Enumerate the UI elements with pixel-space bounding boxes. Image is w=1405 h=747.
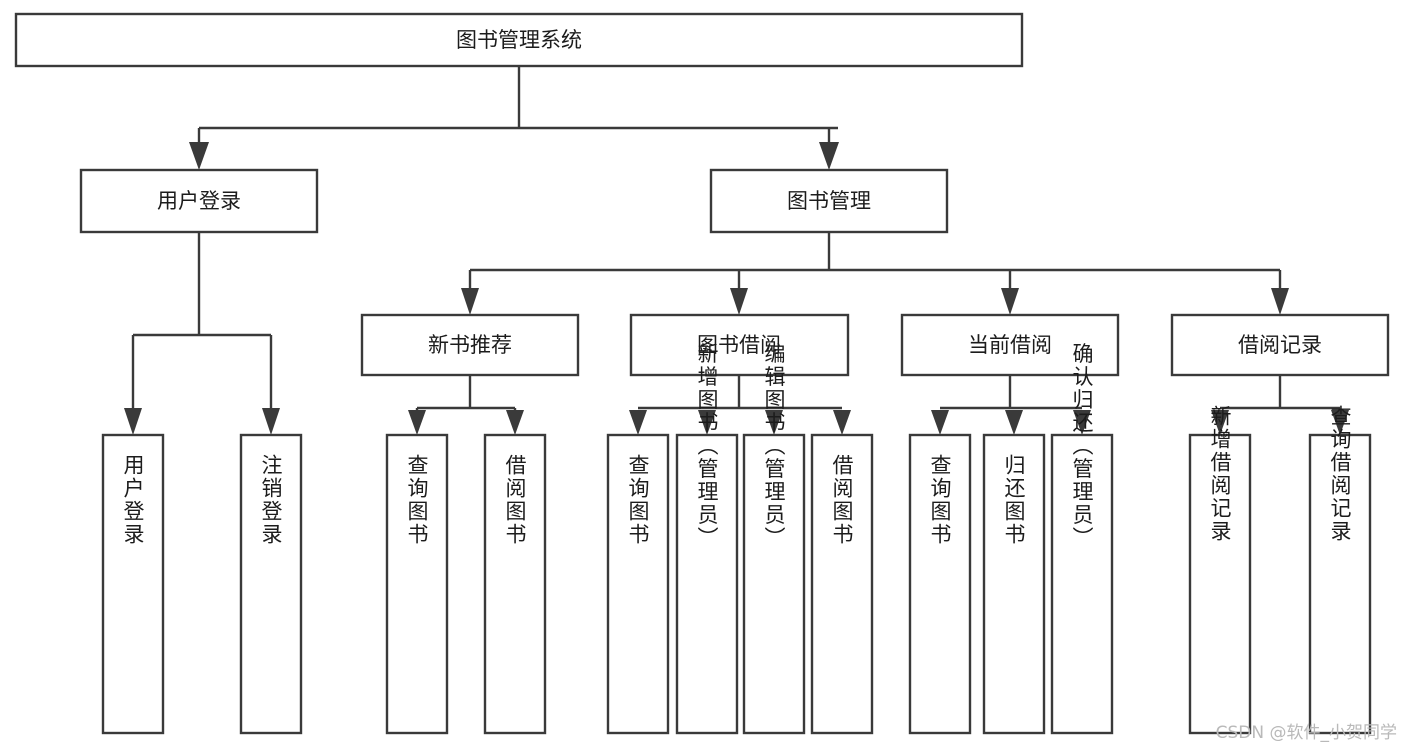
connectors-user-login-to-leaves bbox=[124, 232, 280, 435]
node-leaf-edit-book-label: 编辑图书（管理员） bbox=[762, 343, 786, 550]
node-leaf-query-book-3-label: 查询图书 bbox=[928, 454, 952, 546]
node-leaf-user-login[interactable]: 用户登录 bbox=[101, 433, 165, 735]
node-root[interactable]: 图书管理系统 bbox=[14, 12, 1024, 68]
arrow-head-leaf-query-book-1 bbox=[408, 410, 426, 435]
node-borrow-record[interactable]: 借阅记录 bbox=[1170, 313, 1390, 377]
arrow-head-book-management bbox=[819, 142, 839, 170]
node-book-borrow-label: 图书借阅 bbox=[697, 333, 781, 357]
node-leaf-query-book-3[interactable]: 查询图书 bbox=[908, 433, 972, 735]
arrow-head-leaf-borrow-book-2 bbox=[833, 410, 851, 435]
node-leaf-logout-box[interactable] bbox=[239, 433, 303, 735]
node-leaf-query-book-1[interactable]: 查询图书 bbox=[385, 433, 449, 735]
arrow-head-leaf-query-book-2 bbox=[629, 410, 647, 435]
node-leaf-confirm-return-box[interactable] bbox=[1050, 433, 1114, 735]
node-current-borrow[interactable]: 当前借阅 bbox=[900, 313, 1120, 377]
node-leaf-edit-book-box[interactable] bbox=[742, 433, 806, 735]
node-leaf-borrow-book-2[interactable]: 借阅图书 bbox=[810, 433, 874, 735]
node-leaf-return-book[interactable]: 归还图书 bbox=[982, 433, 1046, 735]
node-leaf-add-book[interactable]: 新增图书（管理员） bbox=[675, 343, 739, 735]
arrow-head-leaf-query-book-3 bbox=[931, 410, 949, 435]
node-leaf-query-book-3-box[interactable] bbox=[908, 433, 972, 735]
node-book-management-box[interactable] bbox=[709, 168, 949, 234]
node-book-borrow[interactable]: 图书借阅 bbox=[629, 313, 850, 377]
node-leaf-edit-book[interactable]: 编辑图书（管理员） bbox=[742, 343, 806, 735]
arrow-head-leaf-return-book bbox=[1005, 410, 1023, 435]
node-leaf-query-book-2-box[interactable] bbox=[606, 433, 670, 735]
arrow-head-leaf-logout bbox=[262, 408, 280, 435]
arrow-head-current-borrow bbox=[1001, 288, 1019, 315]
node-leaf-borrow-book-1[interactable]: 借阅图书 bbox=[483, 433, 547, 735]
node-leaf-return-book-label: 归还图书 bbox=[1002, 454, 1026, 546]
node-leaf-return-book-box[interactable] bbox=[982, 433, 1046, 735]
node-leaf-query-borrow-record[interactable]: 查询借阅记录 bbox=[1308, 405, 1372, 735]
node-leaf-query-borrow-record-label: 查询借阅记录 bbox=[1328, 405, 1352, 543]
node-leaf-query-borrow-record-box[interactable] bbox=[1308, 433, 1372, 735]
arrow-head-leaf-confirm-return bbox=[1073, 410, 1091, 435]
connectors-borrow-record-to-leaves bbox=[1211, 375, 1349, 435]
node-root-label: 图书管理系统 bbox=[456, 28, 582, 52]
arrow-head-user-login bbox=[189, 142, 209, 170]
node-leaf-borrow-book-1-box[interactable] bbox=[483, 433, 547, 735]
node-book-borrow-box[interactable] bbox=[629, 313, 850, 377]
node-leaf-confirm-return-label: 确认归还（管理员） bbox=[1070, 343, 1094, 550]
node-leaf-query-book-2-label: 查询图书 bbox=[626, 454, 650, 546]
node-root-box[interactable] bbox=[14, 12, 1024, 68]
node-leaf-borrow-book-2-box[interactable] bbox=[810, 433, 874, 735]
node-book-management-label: 图书管理 bbox=[787, 189, 871, 213]
node-user-login[interactable]: 用户登录 bbox=[79, 168, 319, 234]
node-leaf-logout[interactable]: 注销登录 bbox=[239, 433, 303, 735]
node-leaf-borrow-book-2-label: 借阅图书 bbox=[830, 454, 854, 546]
arrow-head-new-book-recommend bbox=[461, 288, 479, 315]
arrow-head-leaf-query-borrow-record bbox=[1331, 410, 1349, 435]
node-leaf-add-borrow-record-box[interactable] bbox=[1188, 433, 1252, 735]
node-leaf-confirm-return[interactable]: 确认归还（管理员） bbox=[1050, 343, 1114, 735]
node-current-borrow-label: 当前借阅 bbox=[968, 333, 1052, 357]
node-leaf-query-book-1-label: 查询图书 bbox=[405, 454, 429, 546]
node-borrow-record-label: 借阅记录 bbox=[1238, 333, 1322, 357]
node-borrow-record-box[interactable] bbox=[1170, 313, 1390, 377]
node-leaf-add-borrow-record[interactable]: 新增借阅记录 bbox=[1188, 405, 1252, 735]
arrow-head-leaf-add-borrow-record bbox=[1211, 410, 1229, 435]
arrow-head-leaf-user-login bbox=[124, 408, 142, 435]
node-current-borrow-box[interactable] bbox=[900, 313, 1120, 377]
node-user-login-label: 用户登录 bbox=[157, 189, 241, 213]
node-leaf-query-book-2[interactable]: 查询图书 bbox=[606, 433, 670, 735]
connectors-new-book-recommend-to-leaves bbox=[408, 375, 524, 435]
node-leaf-add-borrow-record-label: 新增借阅记录 bbox=[1208, 405, 1232, 543]
connectors-root-to-level2 bbox=[189, 66, 839, 170]
node-leaf-user-login-label: 用户登录 bbox=[121, 454, 145, 546]
arrow-head-leaf-add-book bbox=[698, 410, 716, 435]
node-leaf-user-login-box[interactable] bbox=[101, 433, 165, 735]
node-leaf-borrow-book-1-label: 借阅图书 bbox=[503, 454, 527, 546]
arrow-head-leaf-edit-book bbox=[765, 410, 783, 435]
node-new-book-recommend[interactable]: 新书推荐 bbox=[360, 313, 580, 377]
connectors-book-management-to-level3 bbox=[461, 232, 1289, 315]
node-leaf-query-book-1-box[interactable] bbox=[385, 433, 449, 735]
node-new-book-recommend-box[interactable] bbox=[360, 313, 580, 377]
arrow-head-leaf-borrow-book-1 bbox=[506, 410, 524, 435]
node-leaf-logout-label: 注销登录 bbox=[259, 454, 283, 546]
arrow-head-borrow-record bbox=[1271, 288, 1289, 315]
connectors-book-borrow-to-leaves bbox=[629, 375, 851, 435]
node-user-login-box[interactable] bbox=[79, 168, 319, 234]
node-leaf-add-book-label: 新增图书（管理员） bbox=[695, 343, 719, 550]
node-new-book-recommend-label: 新书推荐 bbox=[428, 333, 512, 357]
arrow-head-book-borrow bbox=[730, 288, 748, 315]
connectors-current-borrow-to-leaves bbox=[931, 375, 1091, 435]
node-book-management[interactable]: 图书管理 bbox=[709, 168, 949, 234]
node-leaf-add-book-box[interactable] bbox=[675, 433, 739, 735]
